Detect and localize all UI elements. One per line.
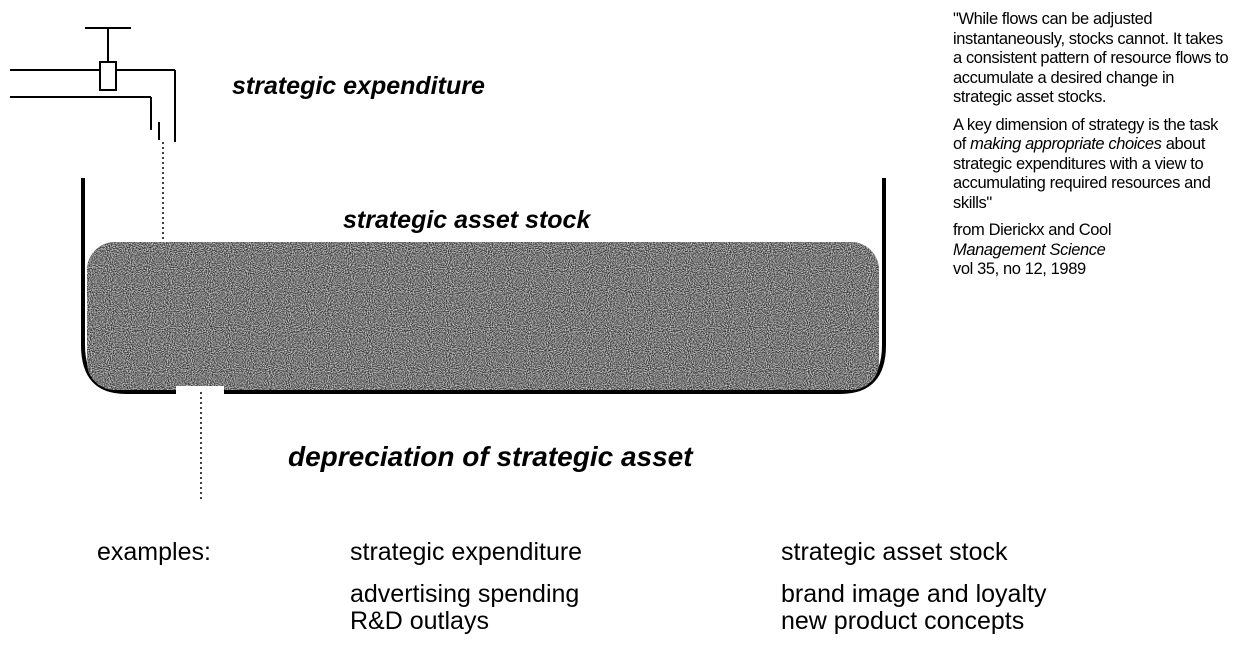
quote-paragraph-1: "While flows can be adjusted instantaneo… bbox=[953, 10, 1229, 106]
citation: from Dierickx and Cool Management Scienc… bbox=[953, 221, 1231, 280]
drain-outlet bbox=[176, 386, 224, 395]
list-item: R&D outlays bbox=[350, 607, 489, 635]
examples-column-stock: strategic asset stock brand image and lo… bbox=[781, 539, 1046, 635]
column-header: strategic expenditure bbox=[350, 538, 583, 566]
journal-name: Management Science bbox=[953, 240, 1106, 259]
strategic-expenditure-label: strategic expenditure bbox=[232, 72, 485, 100]
column-header: strategic asset stock bbox=[781, 538, 1008, 566]
examples-heading: examples: bbox=[97, 538, 211, 566]
strategic-asset-stock-label: strategic asset stock bbox=[343, 206, 591, 234]
quote-text: A key dimension of strategy is the task … bbox=[953, 115, 1219, 154]
citation-authors: from Dierickx and Cool bbox=[953, 221, 1112, 239]
stock-fill bbox=[87, 242, 879, 390]
list-item: brand image and loyalty bbox=[781, 580, 1047, 608]
examples-column-expenditure: strategic expenditure advertising spendi… bbox=[350, 539, 582, 635]
citation-journal: Management Science bbox=[953, 241, 1231, 261]
quote-block: "While flows can be adjusted instantaneo… bbox=[953, 10, 1231, 280]
quote-paragraph-2: A key dimension of strategy is the task … bbox=[953, 116, 1231, 214]
faucet-icon bbox=[10, 27, 176, 142]
quote-emphasis: making appropriate choices bbox=[970, 135, 1162, 153]
list-item: new product concepts bbox=[781, 607, 1025, 635]
citation-volume: vol 35, no 12, 1989 bbox=[953, 260, 1086, 278]
list-item: advertising spending bbox=[350, 580, 580, 608]
quote-text: about strategic expenditures with a view… bbox=[953, 135, 1211, 212]
tank-walls bbox=[81, 178, 886, 394]
depreciation-label: depreciation of strategic asset bbox=[288, 441, 693, 472]
